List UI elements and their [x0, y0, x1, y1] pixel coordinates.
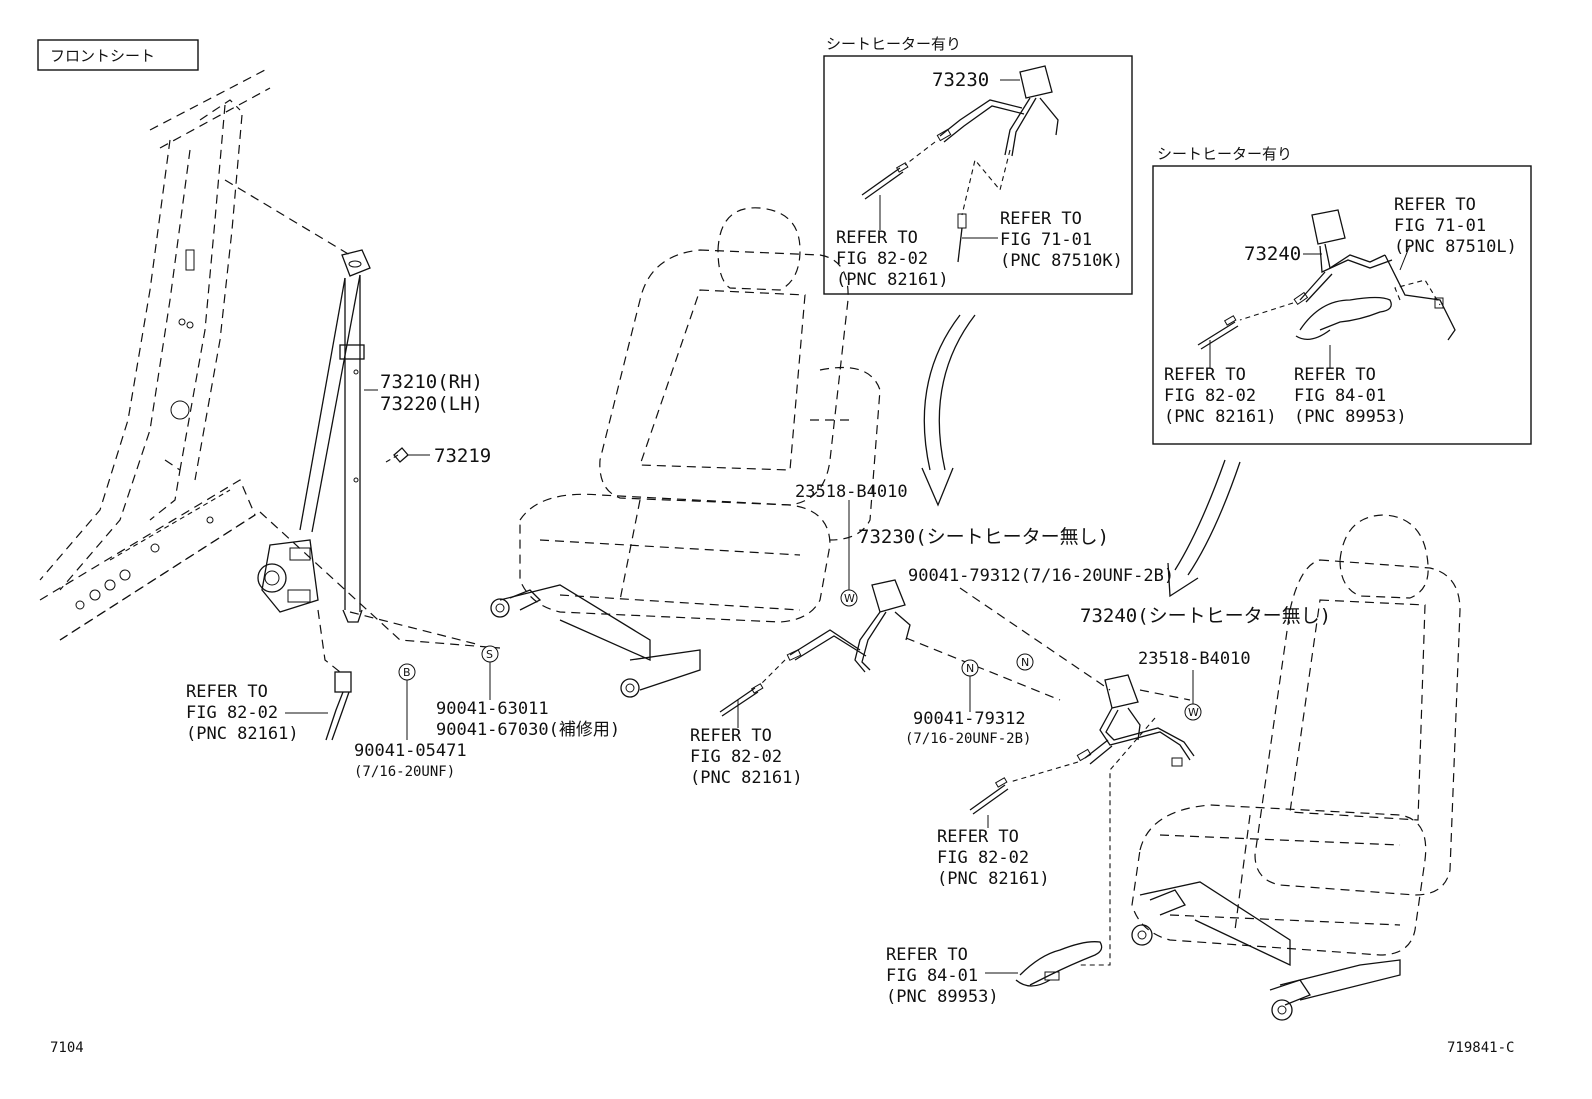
svg-text:シートヒーター有り: シートヒーター有り [826, 35, 961, 53]
svg-text:FIG 82-02: FIG 82-02 [186, 703, 278, 723]
heater-harness [1015, 941, 1103, 987]
callout-W1: W [840, 589, 858, 607]
svg-text:73230(シートヒーター無し): 73230(シートヒーター無し) [858, 526, 1109, 548]
svg-text:(PNC 82161): (PNC 82161) [1164, 407, 1277, 427]
svg-text:FIG 71-01: FIG 71-01 [1000, 230, 1092, 250]
svg-text:(PNC 87510L): (PNC 87510L) [1394, 237, 1517, 257]
svg-text:FIG 84-01: FIG 84-01 [886, 966, 978, 986]
svg-text:FIG 82-02: FIG 82-02 [937, 848, 1029, 868]
front-seat-belt-assy [257, 249, 430, 623]
svg-text:REFER TO: REFER TO [1000, 209, 1082, 229]
front-seat-right [1131, 514, 1461, 1021]
callout-S: S [481, 645, 499, 663]
flow-arrow-left [921, 314, 976, 507]
svg-text:REFER TO: REFER TO [186, 682, 268, 702]
svg-text:73240(シートヒーター無し): 73240(シートヒーター無し) [1080, 605, 1331, 627]
svg-text:73230: 73230 [932, 69, 989, 91]
svg-text:90041-67030(補修用): 90041-67030(補修用) [436, 720, 620, 740]
svg-text:73219: 73219 [434, 445, 491, 467]
belt-connector [325, 671, 352, 741]
svg-text:73220(LH): 73220(LH) [380, 393, 483, 415]
svg-text:シートヒーター有り: シートヒーター有り [1157, 145, 1292, 163]
svg-text:(PNC 87510K): (PNC 87510K) [1000, 251, 1123, 271]
svg-text:N: N [966, 662, 974, 675]
callout-N1: N [961, 659, 979, 677]
svg-text:FIG 82-02: FIG 82-02 [836, 249, 928, 269]
part-labels: 73210(RH) 73220(LH) 73219 23518-B4010 73… [186, 371, 1331, 1007]
svg-text:FIG 84-01: FIG 84-01 [1294, 386, 1386, 406]
section-title: フロントシート [37, 39, 199, 71]
svg-text:フロントシート: フロントシート [50, 47, 155, 65]
svg-text:REFER TO: REFER TO [886, 945, 968, 965]
svg-text:90041-79312(7/16-20UNF-2B): 90041-79312(7/16-20UNF-2B) [908, 566, 1174, 586]
callout-W2: W [1184, 703, 1202, 721]
svg-text:(7/16-20UNF-2B): (7/16-20UNF-2B) [905, 731, 1031, 747]
svg-text:S: S [486, 648, 493, 661]
svg-text:73240: 73240 [1244, 243, 1301, 265]
inset-left-heated: シートヒーター有り 73230 REFER TO FIG 82-02 (PNC … [823, 35, 1133, 295]
svg-text:REFER TO: REFER TO [1394, 195, 1476, 215]
svg-text:FIG 82-02: FIG 82-02 [1164, 386, 1256, 406]
inset-right-heated: シートヒーター有り 73240 REFER TO FIG 71-01 (PNC … [1152, 145, 1532, 445]
seat-belt-buckle-73240 [969, 674, 1195, 815]
svg-text:90041-63011: 90041-63011 [436, 699, 549, 719]
svg-text:W: W [1188, 706, 1199, 719]
svg-text:(PNC 89953): (PNC 89953) [886, 987, 999, 1007]
svg-text:FIG 82-02: FIG 82-02 [690, 747, 782, 767]
svg-text:W: W [844, 592, 855, 605]
svg-text:90041-05471: 90041-05471 [354, 741, 467, 761]
svg-text:REFER TO: REFER TO [690, 726, 772, 746]
svg-text:N: N [1021, 656, 1029, 669]
svg-text:REFER TO: REFER TO [836, 228, 918, 248]
page-number: 7104 [50, 1040, 84, 1056]
flow-arrow-right [1167, 459, 1241, 598]
callout-N2: N [1016, 653, 1034, 671]
svg-text:FIG 71-01: FIG 71-01 [1394, 216, 1486, 236]
svg-text:73210(RH): 73210(RH) [380, 371, 483, 393]
svg-text:90041-79312: 90041-79312 [913, 709, 1026, 729]
svg-text:23518-B4010: 23518-B4010 [1138, 649, 1251, 669]
svg-text:(PNC 82161): (PNC 82161) [836, 270, 949, 290]
callout-B: B [398, 663, 416, 681]
seat-belt-buckle-73230 [719, 579, 911, 717]
svg-text:(PNC 89953): (PNC 89953) [1294, 407, 1407, 427]
front-seat-center [490, 207, 881, 698]
svg-text:(PNC 82161): (PNC 82161) [690, 768, 803, 788]
svg-text:(7/16-20UNF): (7/16-20UNF) [354, 764, 455, 780]
b-pillar-panel [39, 69, 271, 641]
svg-text:REFER TO: REFER TO [1294, 365, 1376, 385]
svg-text:B: B [403, 666, 411, 679]
svg-text:23518-B4010: 23518-B4010 [795, 482, 908, 502]
svg-text:(PNC 82161): (PNC 82161) [937, 869, 1050, 889]
svg-text:(PNC 82161): (PNC 82161) [186, 724, 299, 744]
svg-text:REFER TO: REFER TO [1164, 365, 1246, 385]
svg-text:REFER TO: REFER TO [937, 827, 1019, 847]
figure-code: 719841-C [1447, 1040, 1514, 1056]
